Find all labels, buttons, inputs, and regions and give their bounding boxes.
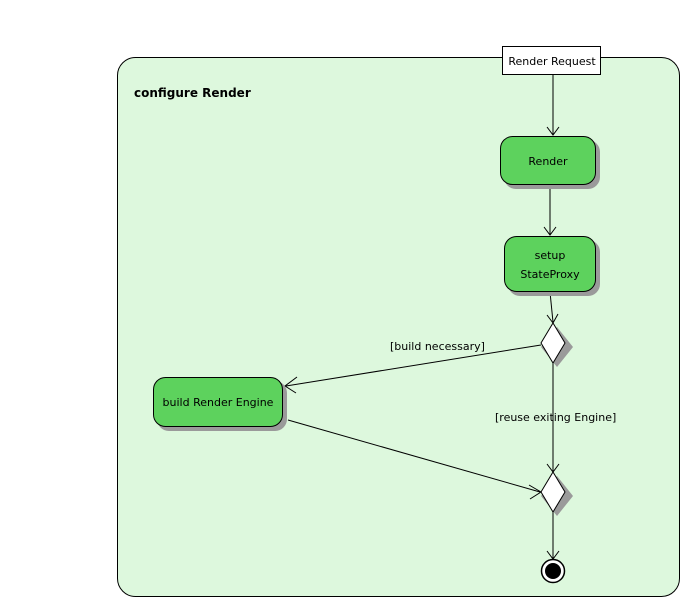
decision-node-merge[interactable]: [540, 471, 573, 516]
setup-node-label-line2: StateProxy: [520, 268, 580, 281]
build-node-body[interactable]: [153, 377, 283, 427]
edge-render-to-setup: [543, 185, 557, 236]
build-node-label: build Render Engine: [163, 396, 274, 409]
activity-node-setup-state-proxy[interactable]: setup StateProxy: [504, 236, 601, 297]
partition-title: configure Render: [134, 86, 251, 100]
render-node-label: Render: [528, 155, 568, 168]
render-request-label: Render Request: [508, 55, 596, 68]
edge-label-build-necessary: [build necessary]: [390, 340, 485, 353]
partition-frame: [117, 57, 680, 597]
edge-label-reuse-exiting-engine: [reuse exiting Engine]: [495, 411, 616, 424]
setup-node-label-line1: setup: [535, 249, 566, 262]
edge-branch-decision-to-build: [284, 344, 542, 394]
activity-node-build-render-engine[interactable]: build Render Engine: [153, 377, 288, 432]
activity-final-node[interactable]: [540, 558, 566, 584]
branch-decision-body[interactable]: [540, 322, 566, 364]
render-request-box[interactable]: [502, 46, 601, 75]
render-node-body[interactable]: [500, 136, 596, 185]
activity-node-render[interactable]: Render: [500, 136, 601, 190]
merge-decision-body[interactable]: [540, 471, 566, 513]
decision-node-branch[interactable]: [540, 322, 573, 367]
final-node-inner-disc: [545, 563, 561, 579]
setup-node-body[interactable]: [504, 236, 596, 292]
edge-render-request-to-render: [546, 75, 560, 136]
